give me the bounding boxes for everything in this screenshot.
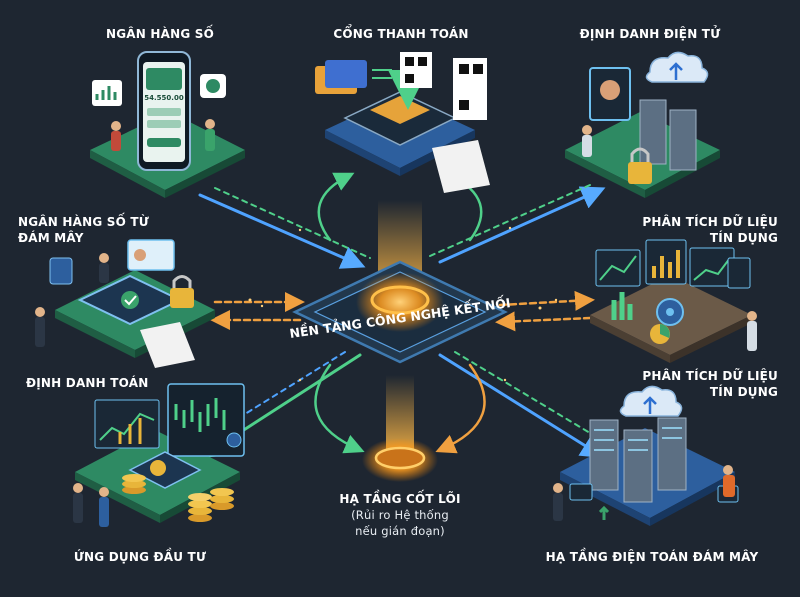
stock-chart-icon — [94, 399, 160, 449]
link-digital-banking-dash — [214, 187, 371, 259]
server-icon — [589, 419, 619, 491]
label-digital-banking: NGÂN HÀNG SỐ — [105, 27, 215, 41]
link-digital-identity — [438, 186, 606, 264]
digital-banking-graphic: 54.550.00 — [90, 51, 245, 198]
person-icon — [111, 121, 121, 131]
label-cloud-infra: HẠ TẦNG ĐIỆN TOÁN ĐÁM MÂY — [545, 550, 759, 564]
link-cloud-infra-dash — [454, 351, 611, 446]
particle-dots — [248, 226, 558, 382]
link-digital-banking — [198, 193, 366, 269]
link-credit-analytics — [498, 290, 595, 311]
gauge-icon — [727, 257, 751, 289]
cloud-infra-graphic — [553, 385, 739, 526]
server-icon — [623, 429, 653, 503]
label-core-infra: HẠ TẦNG CỐT LÕI (Rủi ro Hệ thống nếu giá… — [339, 491, 460, 539]
label-cloud-banking-line1: NGÂN HÀNG SỐ TỪ — [18, 215, 150, 229]
coin-stack-icon — [188, 493, 212, 522]
label-credit-analytics-bottom-line1: PHÂN TÍCH DỮ LIỆU — [642, 369, 778, 383]
person-icon — [99, 253, 109, 263]
person-icon — [35, 307, 45, 317]
pie-chart-icon — [150, 460, 166, 476]
digital-identity-graphic — [565, 51, 720, 198]
chart-card-icon — [92, 80, 122, 106]
link-payment-left — [317, 172, 355, 242]
credit-analytics-graphic — [590, 239, 757, 363]
label-cloud-banking: NGÂN HÀNG SỐ TỪ ĐÁM MÂY — [18, 214, 149, 246]
cloud-banking-graphic — [35, 239, 215, 368]
link-core-right — [435, 363, 486, 454]
label-core-infra-sub1: (Rủi ro Hệ thống — [351, 508, 449, 522]
core-disk — [374, 446, 426, 470]
label-investment-app: ỨNG DỤNG ĐẦU TƯ — [73, 550, 207, 564]
phone-balance: 54.550.00 — [144, 94, 184, 102]
person-icon — [99, 487, 109, 497]
server-icon — [639, 99, 667, 165]
server-icon — [669, 109, 697, 171]
check-icon — [121, 291, 139, 309]
label-credit-analytics-top: PHÂN TÍCH DỮ LIỆU TÍN DỤNG — [642, 214, 778, 246]
center-platform — [292, 200, 508, 364]
link-core-left — [314, 363, 365, 454]
plant-icon — [598, 505, 610, 520]
label-identity-payment: ĐỊNH DANH TOÁN — [26, 376, 149, 390]
center-ring — [370, 285, 430, 315]
person-icon — [205, 119, 215, 129]
core-infra-graphic — [362, 375, 438, 482]
link-credit-analytics-back — [495, 311, 592, 332]
person-icon — [553, 483, 563, 493]
label-credit-analytics-bottom-line2: TÍN DỤNG — [709, 385, 778, 399]
label-cloud-banking-line2: ĐÁM MÂY — [18, 231, 84, 245]
candlestick-screen-icon — [167, 383, 245, 457]
person-icon — [73, 483, 83, 493]
link-cloud-infra — [438, 353, 606, 459]
receipt-icon — [140, 322, 195, 368]
label-core-infra-sub2: nếu gián đoạn) — [355, 524, 445, 538]
line-chart-icon — [689, 247, 735, 287]
person-icon — [723, 465, 733, 475]
monitor-icon — [569, 483, 593, 501]
investment-app-graphic — [73, 383, 245, 527]
lock-icon — [628, 162, 652, 184]
label-core-infra-title: HẠ TẦNG CỐT LÕI — [339, 492, 461, 506]
center-glow — [356, 272, 444, 332]
qr-code-icon — [400, 52, 432, 88]
lock-icon — [170, 288, 194, 308]
link-digital-identity-dash — [429, 184, 591, 257]
link-investment-app-dash — [194, 351, 346, 446]
coin-stack-icon — [210, 488, 234, 510]
receipt-icon — [432, 140, 490, 193]
label-digital-identity: ĐỊNH DANH ĐIỆN TỬ — [579, 27, 721, 41]
payment-gateway-graphic — [315, 52, 490, 193]
label-payment-gateway: CỔNG THANH TOÁN — [333, 27, 469, 41]
sim-card-icon — [49, 257, 73, 285]
id-card-icon — [127, 239, 175, 271]
label-credit-analytics-bottom: PHÂN TÍCH DỮ LIỆU TÍN DỤNG — [642, 368, 778, 400]
label-credit-analytics-top-line2: TÍN DỤNG — [709, 231, 778, 245]
server-icon — [657, 417, 687, 491]
label-credit-analytics-top-line1: PHÂN TÍCH DỮ LIỆU — [642, 215, 778, 229]
coin-stack-icon — [122, 474, 146, 494]
person-icon — [747, 311, 757, 321]
person-icon — [582, 125, 592, 135]
